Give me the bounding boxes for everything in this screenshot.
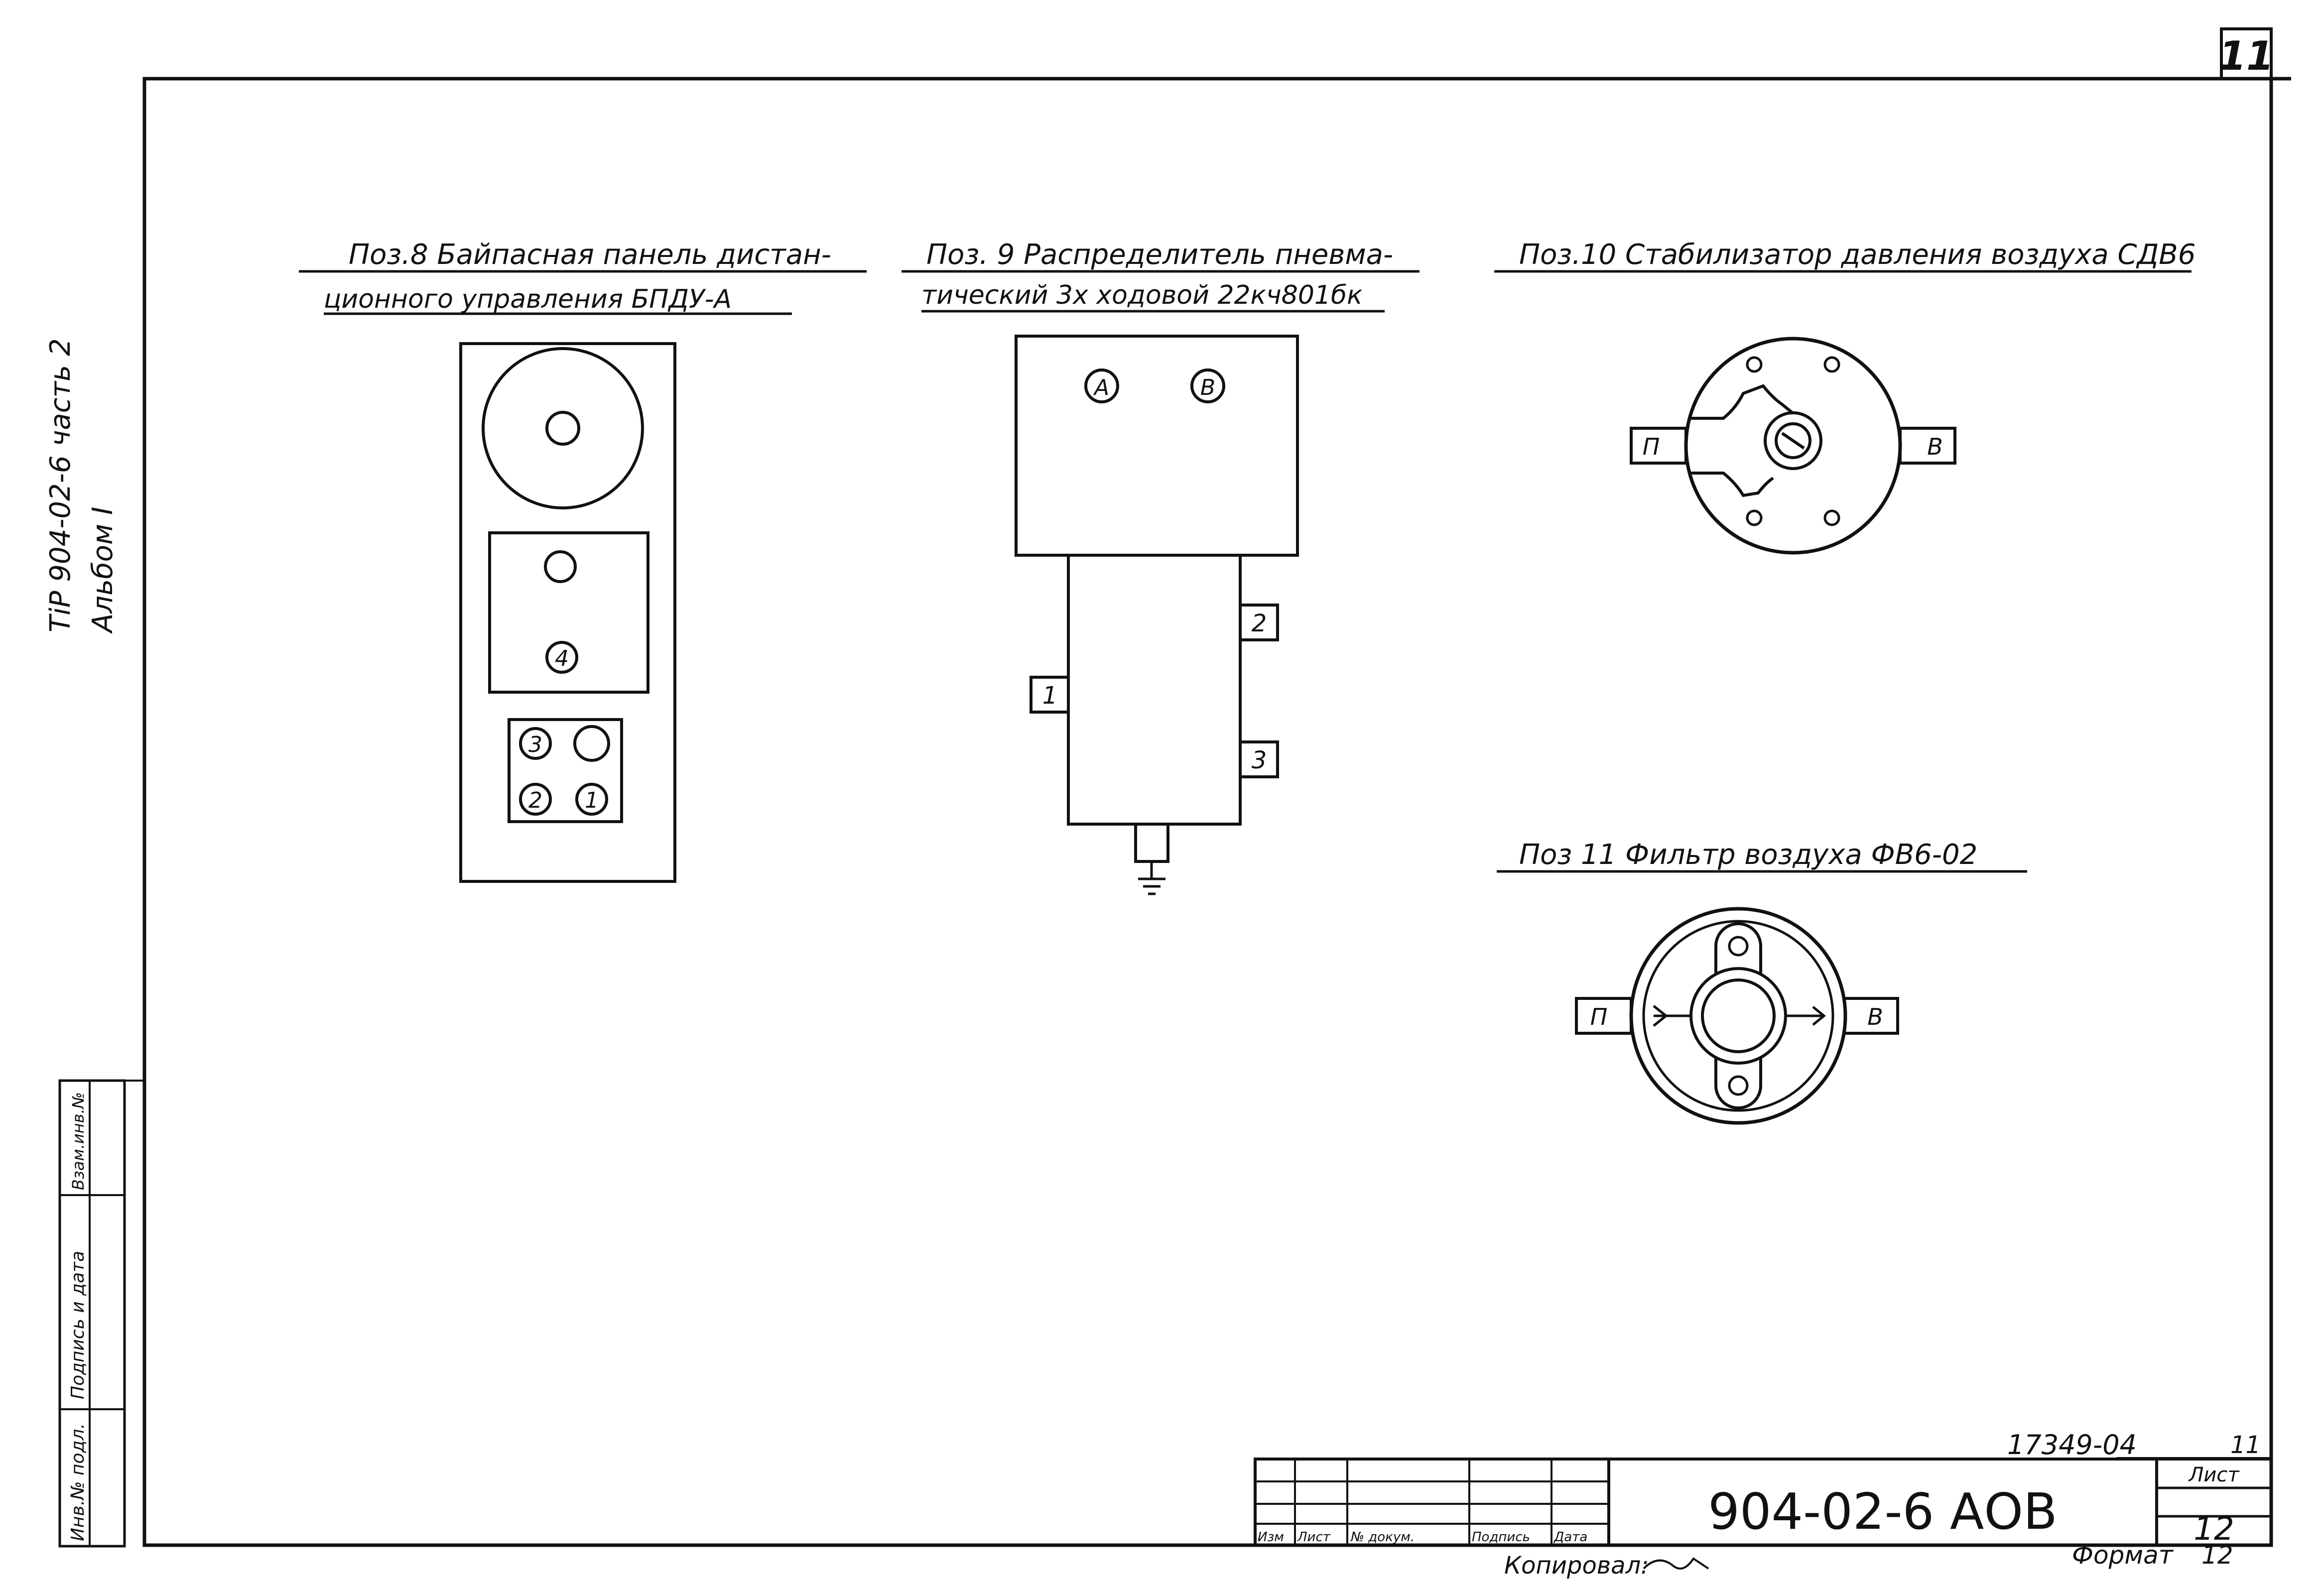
pos11-flow-arrow-left bbox=[1653, 1005, 1691, 1027]
pos11-inlet-label: П bbox=[1590, 1003, 1608, 1030]
pos8-marker-1-label: 1 bbox=[585, 788, 599, 813]
col-doc: № докум. bbox=[1350, 1530, 1415, 1545]
pos8-gauge-outer bbox=[482, 347, 644, 509]
pos8-middle-block bbox=[488, 531, 649, 694]
side-note-line2: Альбом I bbox=[87, 507, 119, 634]
pos9-port-3-label: 3 bbox=[1252, 746, 1267, 774]
stamp-inv-label: Инв.№ подл. bbox=[68, 1423, 88, 1541]
pos11-center bbox=[1701, 978, 1776, 1053]
pos11-body-inner-ring bbox=[1642, 920, 1834, 1112]
pos8-marker-2-label: 2 bbox=[528, 788, 542, 813]
pos9-marker-a-label: А bbox=[1093, 375, 1109, 400]
pos11-center-ring bbox=[1689, 967, 1787, 1065]
pos8-middle-hole bbox=[544, 550, 577, 583]
pos8-title-line1: Поз.8 Байпасная панель дистан- bbox=[349, 239, 831, 271]
pos9-marker-b bbox=[1190, 368, 1225, 403]
pos10-valve-lever bbox=[1689, 384, 1794, 497]
pos8-lower-hole bbox=[573, 725, 610, 762]
pos11-bottom-hole bbox=[1728, 1075, 1749, 1096]
pos8-marker-1 bbox=[575, 783, 608, 816]
pos11-top-hole bbox=[1728, 936, 1749, 957]
copy-number: 17349-04 bbox=[2007, 1429, 2137, 1461]
pos9-body bbox=[1067, 554, 1242, 826]
sheet-number: 12 bbox=[2194, 1511, 2234, 1548]
pos8-marker-3 bbox=[519, 727, 552, 760]
pos9-title-line1: Поз. 9 Распределитель пневма- bbox=[926, 239, 1393, 271]
format-value: 12 bbox=[2201, 1541, 2233, 1570]
pos8-marker-3-label: 3 bbox=[528, 732, 542, 757]
col-date: Дата bbox=[1553, 1530, 1587, 1545]
col-izm: Изм bbox=[1258, 1530, 1284, 1545]
pos8-lower-block bbox=[508, 718, 623, 823]
pos11-air-filter: Поз 11 Фильтр воздуха ФВ6-02 П В bbox=[1497, 839, 2027, 1125]
pos9-port-2-box bbox=[1239, 604, 1279, 641]
pos8-bypass-panel: Поз.8 Байпасная панель дистан- ционного … bbox=[299, 239, 867, 883]
pos8-title-line2: ционного управления БПДУ-А bbox=[324, 284, 732, 314]
pos9-port-2-label: 2 bbox=[1252, 610, 1267, 637]
pos9-bottom-stub bbox=[1134, 823, 1169, 863]
pos10-title: Поз.10 Стабилизатор давления воздуха СДВ… bbox=[1519, 239, 2195, 271]
copied-by: Копировал: bbox=[1504, 1552, 1649, 1580]
col-sign: Подпись bbox=[1472, 1530, 1530, 1545]
pos8-marker-4 bbox=[545, 641, 578, 674]
pos10-inlet-label: П bbox=[1643, 433, 1660, 460]
sheet-label: Лист bbox=[2188, 1464, 2240, 1486]
pos8-gauge-center bbox=[545, 411, 580, 446]
page-small: 11 bbox=[2230, 1431, 2261, 1459]
pos8-panel-body bbox=[459, 342, 676, 883]
pos9-port-1-label: 1 bbox=[1042, 682, 1058, 710]
pos9-top-block bbox=[1015, 335, 1299, 557]
pos10-outlet-label: В bbox=[1927, 433, 1943, 460]
drawing-frame: 11 bbox=[142, 27, 2291, 1547]
pos9-port-1-box bbox=[1030, 676, 1070, 714]
pos10-pressure-stabilizer: Поз.10 Стабилизатор давления воздуха СДВ… bbox=[1494, 239, 2195, 555]
side-note-line1: ТiР 904-02-6 часть 2 bbox=[44, 338, 77, 632]
side-stamp: Инв.№ подл. Подпись и дата Взам.инв.№ bbox=[58, 1079, 144, 1548]
stamp-replace-label: Взам.инв.№ bbox=[69, 1092, 88, 1190]
pos9-marker-b-label: В bbox=[1200, 375, 1215, 400]
pos8-marker-4-label: 4 bbox=[555, 646, 569, 671]
format-label: Формат bbox=[2072, 1541, 2174, 1570]
side-note: ТiР 904-02-6 часть 2 Альбом I bbox=[44, 338, 119, 634]
page-mark: 11 bbox=[2218, 33, 2274, 79]
pos11-outlet-label: В bbox=[1867, 1003, 1883, 1030]
pos9-distributor: Поз. 9 Распределитель пневма- тический 3… bbox=[902, 239, 1420, 895]
pos8-marker-2 bbox=[519, 783, 552, 816]
pos9-port-3-box bbox=[1239, 740, 1279, 778]
doc-code: 904-02-6 АОВ bbox=[1708, 1482, 2057, 1541]
pos9-title-line2: тический 3х ходовой 22кч801бк bbox=[921, 280, 1363, 310]
pos11-title: Поз 11 Фильтр воздуха ФВ6-02 bbox=[1519, 839, 1977, 871]
pos10-body bbox=[1684, 337, 1902, 555]
pos11-flow-arrow-right bbox=[1786, 1006, 1826, 1026]
col-list: Лист bbox=[1297, 1530, 1331, 1545]
stamp-sign-label: Подпись и дата bbox=[68, 1251, 88, 1399]
copier-signature bbox=[1643, 1557, 1709, 1570]
pos9-marker-a bbox=[1084, 368, 1119, 403]
title-block: 17349-04 11 Изм Лист № докум. Подпись Да… bbox=[1254, 1429, 2273, 1580]
